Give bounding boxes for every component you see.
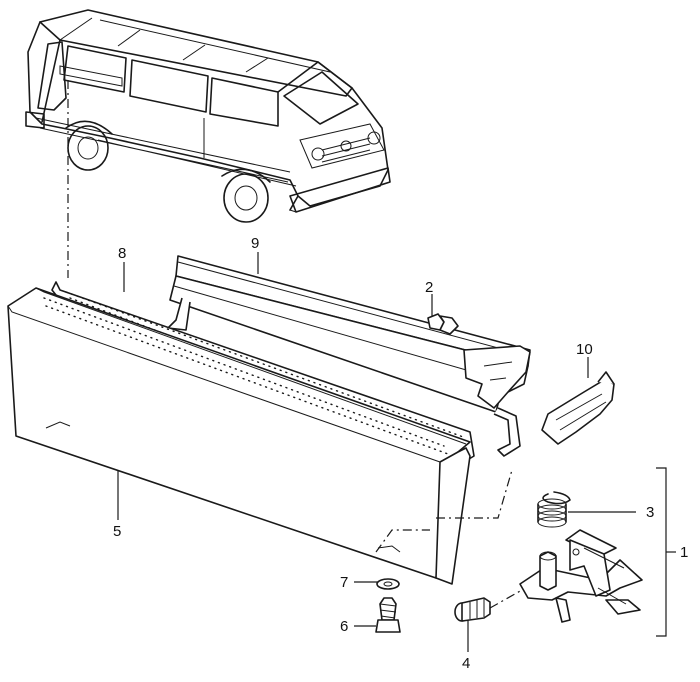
van-illustration (25, 9, 391, 223)
assembly-line (375, 529, 430, 553)
assembly-line (436, 469, 513, 519)
end-cap-part-10 (541, 371, 615, 445)
spring-part-3 (537, 491, 571, 528)
callout-2: 2 (425, 279, 433, 296)
leader-lines (117, 252, 676, 652)
bolt-part-4 (454, 597, 491, 622)
side-panel-part-5 (7, 287, 471, 585)
assembly-line (489, 589, 523, 609)
callout-3: 3 (646, 504, 654, 521)
screw-part-6 (375, 597, 401, 633)
callout-5: 5 (113, 523, 121, 540)
callout-9: 9 (251, 235, 259, 252)
sill-part-9 (167, 255, 531, 457)
washer-part-7 (376, 578, 400, 590)
bracket-part-1 (519, 529, 643, 623)
clip-part-2 (427, 313, 459, 335)
callout-8: 8 (118, 245, 126, 262)
callout-7: 7 (340, 574, 348, 591)
callout-6: 6 (340, 618, 348, 635)
callout-4: 4 (462, 655, 470, 672)
callout-10: 10 (576, 341, 593, 358)
callout-1: 1 (680, 544, 688, 561)
